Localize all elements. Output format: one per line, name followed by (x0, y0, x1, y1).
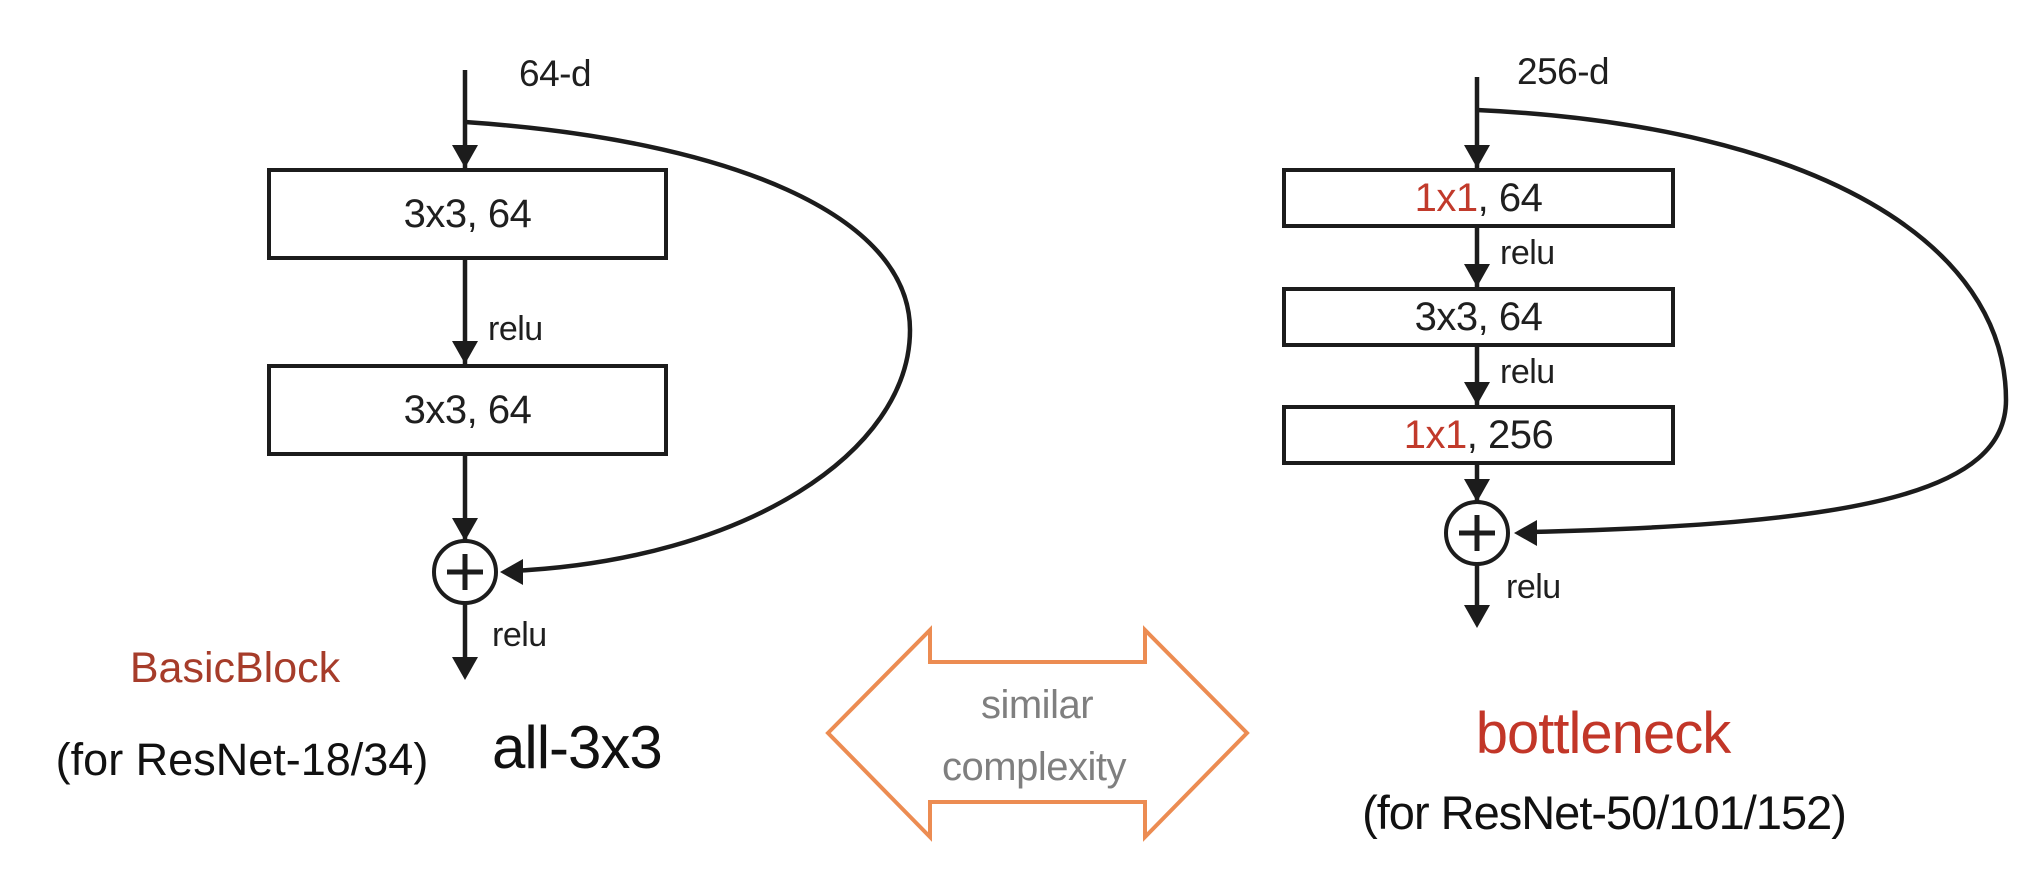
relu-label: relu (492, 616, 547, 654)
arrowhead-left (1514, 520, 1537, 546)
left-block-subtitle: (for ResNet-18/34) (55, 734, 429, 785)
conv-box-1x1-64: 1x1, 64 (1282, 168, 1675, 228)
arrowhead-left (500, 559, 523, 585)
conv-box-label: 3x3, 64 (403, 191, 532, 236)
left-block-tagline: all-3x3 (492, 714, 663, 781)
conv-box-3x3-64-a: 3x3, 64 (267, 168, 668, 260)
right-block-subtitle: (for ResNet-50/101/152) (1362, 786, 1847, 839)
arrowhead-down (452, 657, 478, 680)
arrowhead-down (452, 341, 478, 364)
arrowhead-down (1464, 479, 1490, 502)
right-add-junction (1444, 500, 1510, 566)
left-add-junction (432, 539, 498, 605)
relu-label: relu (1506, 568, 1561, 606)
right-block-title: bottleneck (1475, 701, 1731, 766)
right-block-diagram-lines (1444, 77, 2009, 628)
arrowheads (1464, 145, 1537, 628)
arrowhead-down (1464, 145, 1490, 168)
conv-kernel-label: 1x1 (1403, 412, 1468, 457)
plus-icon (447, 554, 483, 590)
arrowheads (452, 145, 523, 680)
double-arrow-shape (825, 625, 1250, 842)
conv-box-label: , 64 (1477, 294, 1543, 339)
conv-box-label: 3x3, 64 (403, 387, 532, 432)
left-skip-connection (464, 119, 913, 574)
relu-label: relu (488, 310, 543, 348)
conv-kernel-label: 1x1 (1414, 175, 1479, 220)
relu-label: relu (1500, 353, 1555, 391)
left-input-dim-label: 64-d (519, 53, 592, 94)
relu-label: relu (1500, 234, 1555, 272)
conv-box-3x3-64: 3x3, 64 (1282, 287, 1675, 347)
arrowhead-down (1464, 605, 1490, 628)
arrowhead-down (1464, 264, 1490, 287)
similar-complexity-text-line2: complexity (942, 745, 1126, 789)
arrowhead-down (452, 518, 478, 541)
left-block-title: BasicBlock (129, 644, 341, 692)
right-input-dim-label: 256-d (1517, 51, 1610, 92)
arrowhead-down (452, 145, 478, 168)
similar-complexity-arrow (825, 625, 1250, 842)
arrowhead-down (1464, 382, 1490, 405)
plus-icon (1459, 515, 1495, 551)
similar-complexity-text-line1: similar (980, 683, 1094, 727)
conv-kernel-label: 3x3 (1414, 294, 1479, 339)
right-skip-connection (1476, 107, 2009, 535)
conv-box-label: , 64 (1477, 175, 1543, 220)
conv-box-3x3-64-b: 3x3, 64 (267, 364, 668, 456)
conv-box-label: , 256 (1466, 412, 1554, 457)
conv-box-1x1-256: 1x1, 256 (1282, 405, 1675, 465)
